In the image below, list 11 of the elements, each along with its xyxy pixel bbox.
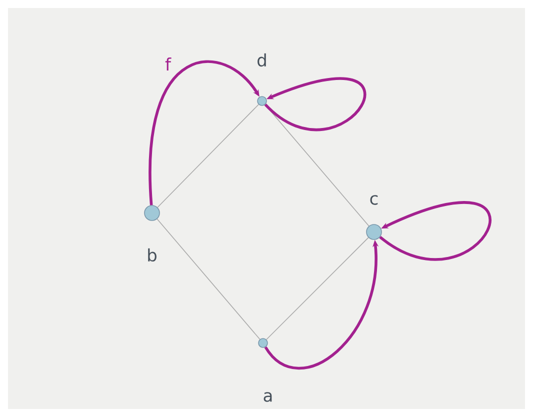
vertex-label: b: [148, 248, 156, 262]
edge-line: [157, 104, 259, 208]
vertex-label: c: [370, 195, 378, 205]
edge-label: f: [164, 56, 172, 72]
arrow: [148, 60, 260, 206]
arrow: [379, 202, 492, 260]
edge-line: [266, 237, 369, 340]
vertex-label: d: [258, 53, 266, 67]
arrow: [264, 77, 366, 131]
vertex-label: a: [264, 392, 272, 402]
edge-line: [156, 218, 260, 340]
